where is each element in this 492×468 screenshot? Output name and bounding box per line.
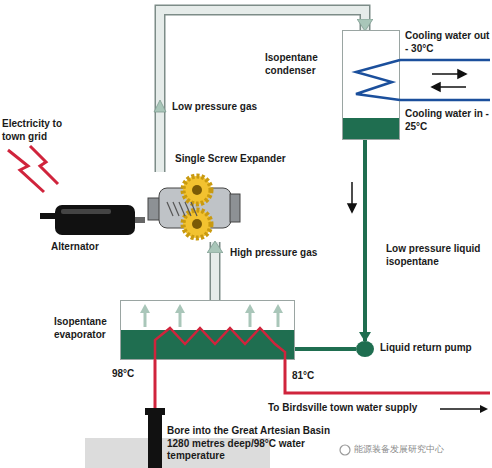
outlet-water-line bbox=[285, 360, 490, 393]
watermark-icon bbox=[340, 445, 350, 455]
grid-label: Electricity to town grid bbox=[2, 118, 66, 143]
condenser-box: Isopentane condenser bbox=[342, 30, 400, 140]
pipe-flow-arrow bbox=[154, 100, 166, 112]
cooling-water-label: Cooling water in - 25°C bbox=[405, 108, 490, 133]
pipe-connector bbox=[215, 242, 216, 300]
supply-label: To Birdsville town water supply bbox=[268, 402, 417, 415]
node-heading: Single Screw Expander bbox=[175, 153, 286, 166]
shape bbox=[120, 300, 295, 360]
lightning-bolt bbox=[30, 146, 58, 184]
shape bbox=[356, 341, 374, 357]
cooling-water-in-line bbox=[398, 99, 490, 102]
green-connector bbox=[295, 349, 356, 350]
flow-label: Low pressure gas bbox=[172, 101, 257, 114]
flow-label: 98°C bbox=[112, 368, 134, 381]
node-heading: Bore into the Great Artesian Basin 1280 … bbox=[167, 425, 353, 463]
supply-arrow bbox=[440, 405, 488, 413]
shape bbox=[55, 205, 135, 235]
flow-label: Low pressure liquid isopentane bbox=[386, 243, 481, 268]
node-heading: Alternator bbox=[51, 241, 99, 254]
watermark: 能源装备发展研究中心 bbox=[354, 444, 444, 455]
pipe-connector bbox=[160, 10, 365, 172]
shaft-connector bbox=[135, 220, 145, 221]
artesian-bore: Bore into the Great Artesian Basin 1280 … bbox=[85, 420, 361, 468]
alternator: Alternator bbox=[55, 205, 135, 235]
cable bbox=[40, 213, 56, 219]
screw-expander: Single Screw Expander bbox=[145, 172, 245, 242]
return-pump: Liquid return pump bbox=[356, 341, 374, 357]
temperature-label: 81°C bbox=[292, 370, 314, 383]
node-heading: Isopentane evaporator bbox=[54, 316, 116, 341]
node-heading: Liquid return pump bbox=[380, 342, 472, 355]
green-connector bbox=[365, 140, 366, 341]
flow-label: High pressure gas bbox=[230, 247, 317, 260]
cooling-water-label: Cooling water out - 30°C bbox=[405, 30, 490, 55]
cooling-water-out-line bbox=[398, 59, 490, 62]
node-heading: Isopentane condenser bbox=[265, 52, 337, 77]
evaporator-box: Isopentane evaporator bbox=[120, 300, 295, 360]
shape bbox=[342, 30, 400, 140]
shape bbox=[145, 172, 245, 242]
